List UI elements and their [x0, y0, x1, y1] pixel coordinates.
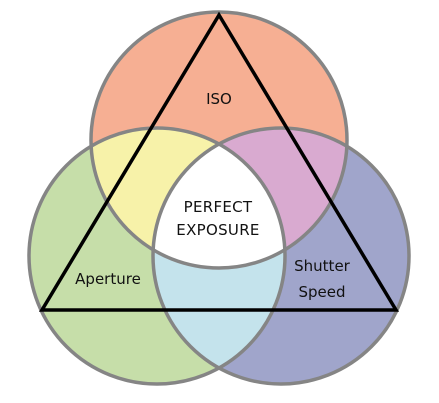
exposure-triangle [38, 11, 400, 312]
perfect-exposure-label-line1: PERFECT [184, 198, 253, 216]
iso-label: ISO [206, 90, 232, 108]
shutter-label-line2: Speed [298, 283, 345, 301]
perfect-exposure-label-line2: EXPOSURE [176, 221, 259, 239]
shutter-label-line1: Shutter [294, 257, 351, 275]
shutter-speed-circle-outline [151, 126, 411, 386]
aperture-circle-outline [27, 126, 287, 386]
aperture-label: Aperture [75, 270, 141, 288]
